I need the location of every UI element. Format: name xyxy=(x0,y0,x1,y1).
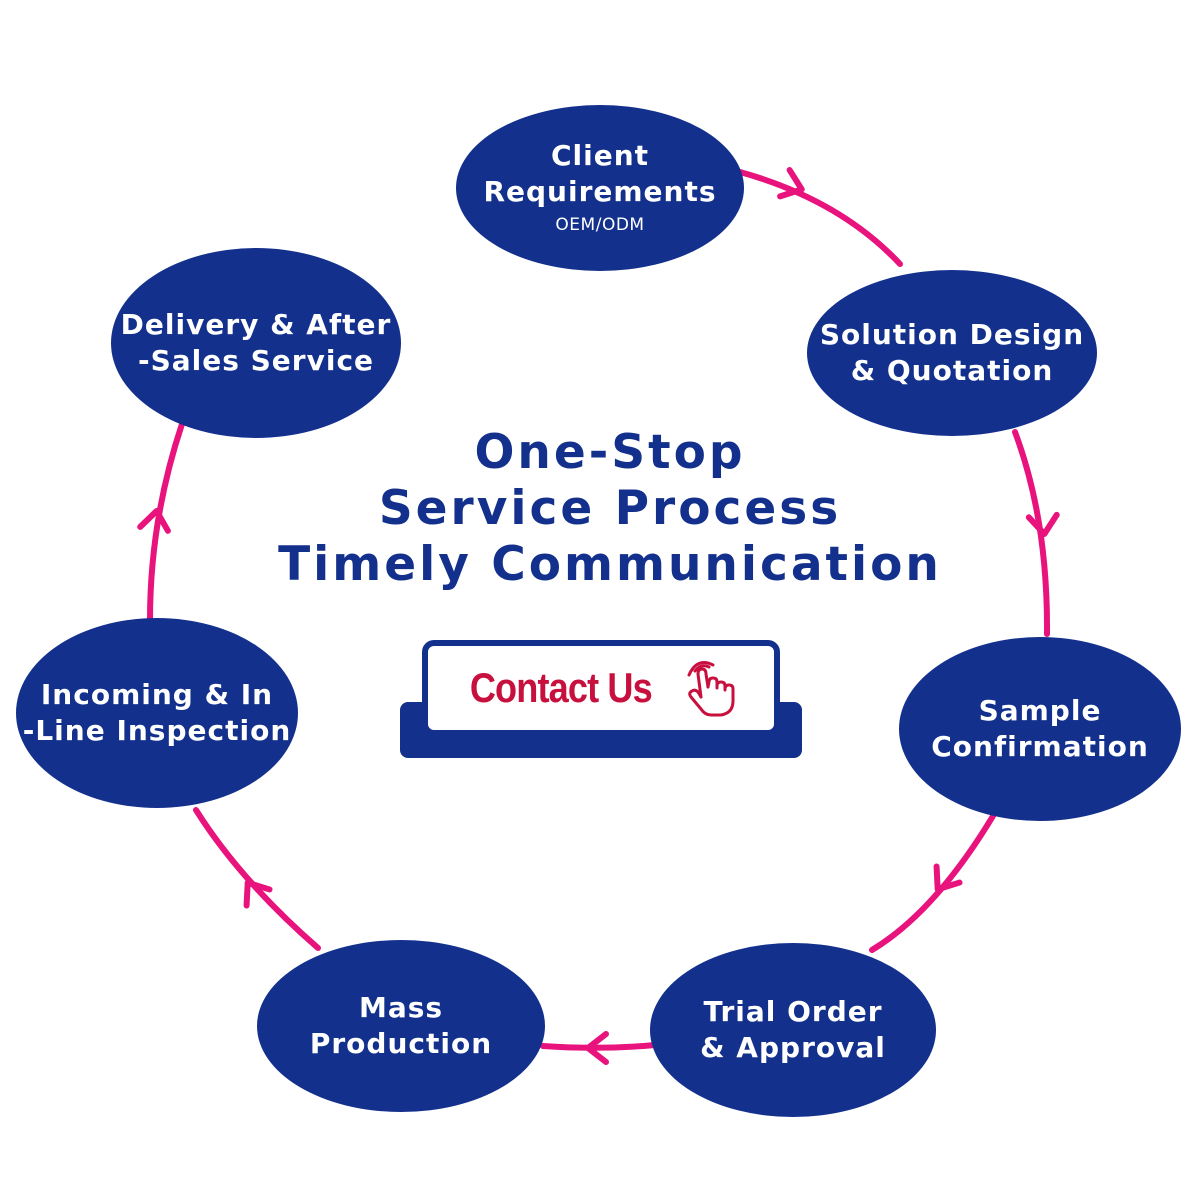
pointing-hand-icon xyxy=(687,661,735,717)
contact-us-widget: Contact Us xyxy=(400,640,802,758)
contact-us-button[interactable]: Contact Us xyxy=(422,640,780,736)
title-line: Timely Communication xyxy=(278,537,942,592)
contact-us-label: Contact Us xyxy=(469,664,653,711)
center-title: One-Stop Service Process Timely Communic… xyxy=(200,425,1020,593)
step-label-line: Mass xyxy=(358,991,444,1024)
step-label-line: & Approval xyxy=(700,1031,886,1064)
step-sublabel: OEM/ODM xyxy=(555,215,645,235)
arrow-icon xyxy=(137,508,171,534)
step-delivery: Delivery & After -Sales Service xyxy=(111,248,401,438)
connector-line xyxy=(737,169,903,267)
step-label-line: Confirmation xyxy=(931,730,1149,763)
step-sample-confirmation: Sample Confirmation xyxy=(899,637,1181,821)
arrow-icon xyxy=(777,167,805,200)
title-line: One-Stop xyxy=(474,425,746,480)
step-label-line: Production xyxy=(309,1027,493,1060)
step-label-line: Trial Order xyxy=(703,995,883,1028)
step-label-line: Delivery & After xyxy=(120,308,392,341)
arrow-icon xyxy=(243,879,273,909)
step-client-requirements: Client Requirements OEM/ODM xyxy=(456,105,744,271)
arrow-icon xyxy=(933,863,963,893)
step-trial-order: Trial Order & Approval xyxy=(650,943,936,1117)
connector-line xyxy=(869,813,996,953)
step-label-line: -Line Inspection xyxy=(22,714,292,747)
step-label-line: & Quotation xyxy=(850,354,1054,387)
step-label-line: Solution Design xyxy=(819,318,1085,351)
connector-line xyxy=(540,1042,658,1051)
step-label-line: Requirements xyxy=(483,175,717,208)
step-inspection: Incoming & In -Line Inspection xyxy=(16,618,298,808)
step-label-line: Sample xyxy=(978,694,1102,727)
connector-line xyxy=(147,421,185,623)
step-solution-design: Solution Design & Quotation xyxy=(807,270,1097,436)
title-line: Service Process xyxy=(378,481,842,536)
step-mass-production: Mass Production xyxy=(257,940,545,1112)
step-label-line: Client xyxy=(550,139,650,172)
step-label-line: -Sales Service xyxy=(137,344,375,377)
arrow-icon xyxy=(1025,511,1060,537)
arrow-icon xyxy=(585,1031,609,1065)
step-label-line: Incoming & In xyxy=(40,678,274,711)
connector-line xyxy=(193,807,321,951)
